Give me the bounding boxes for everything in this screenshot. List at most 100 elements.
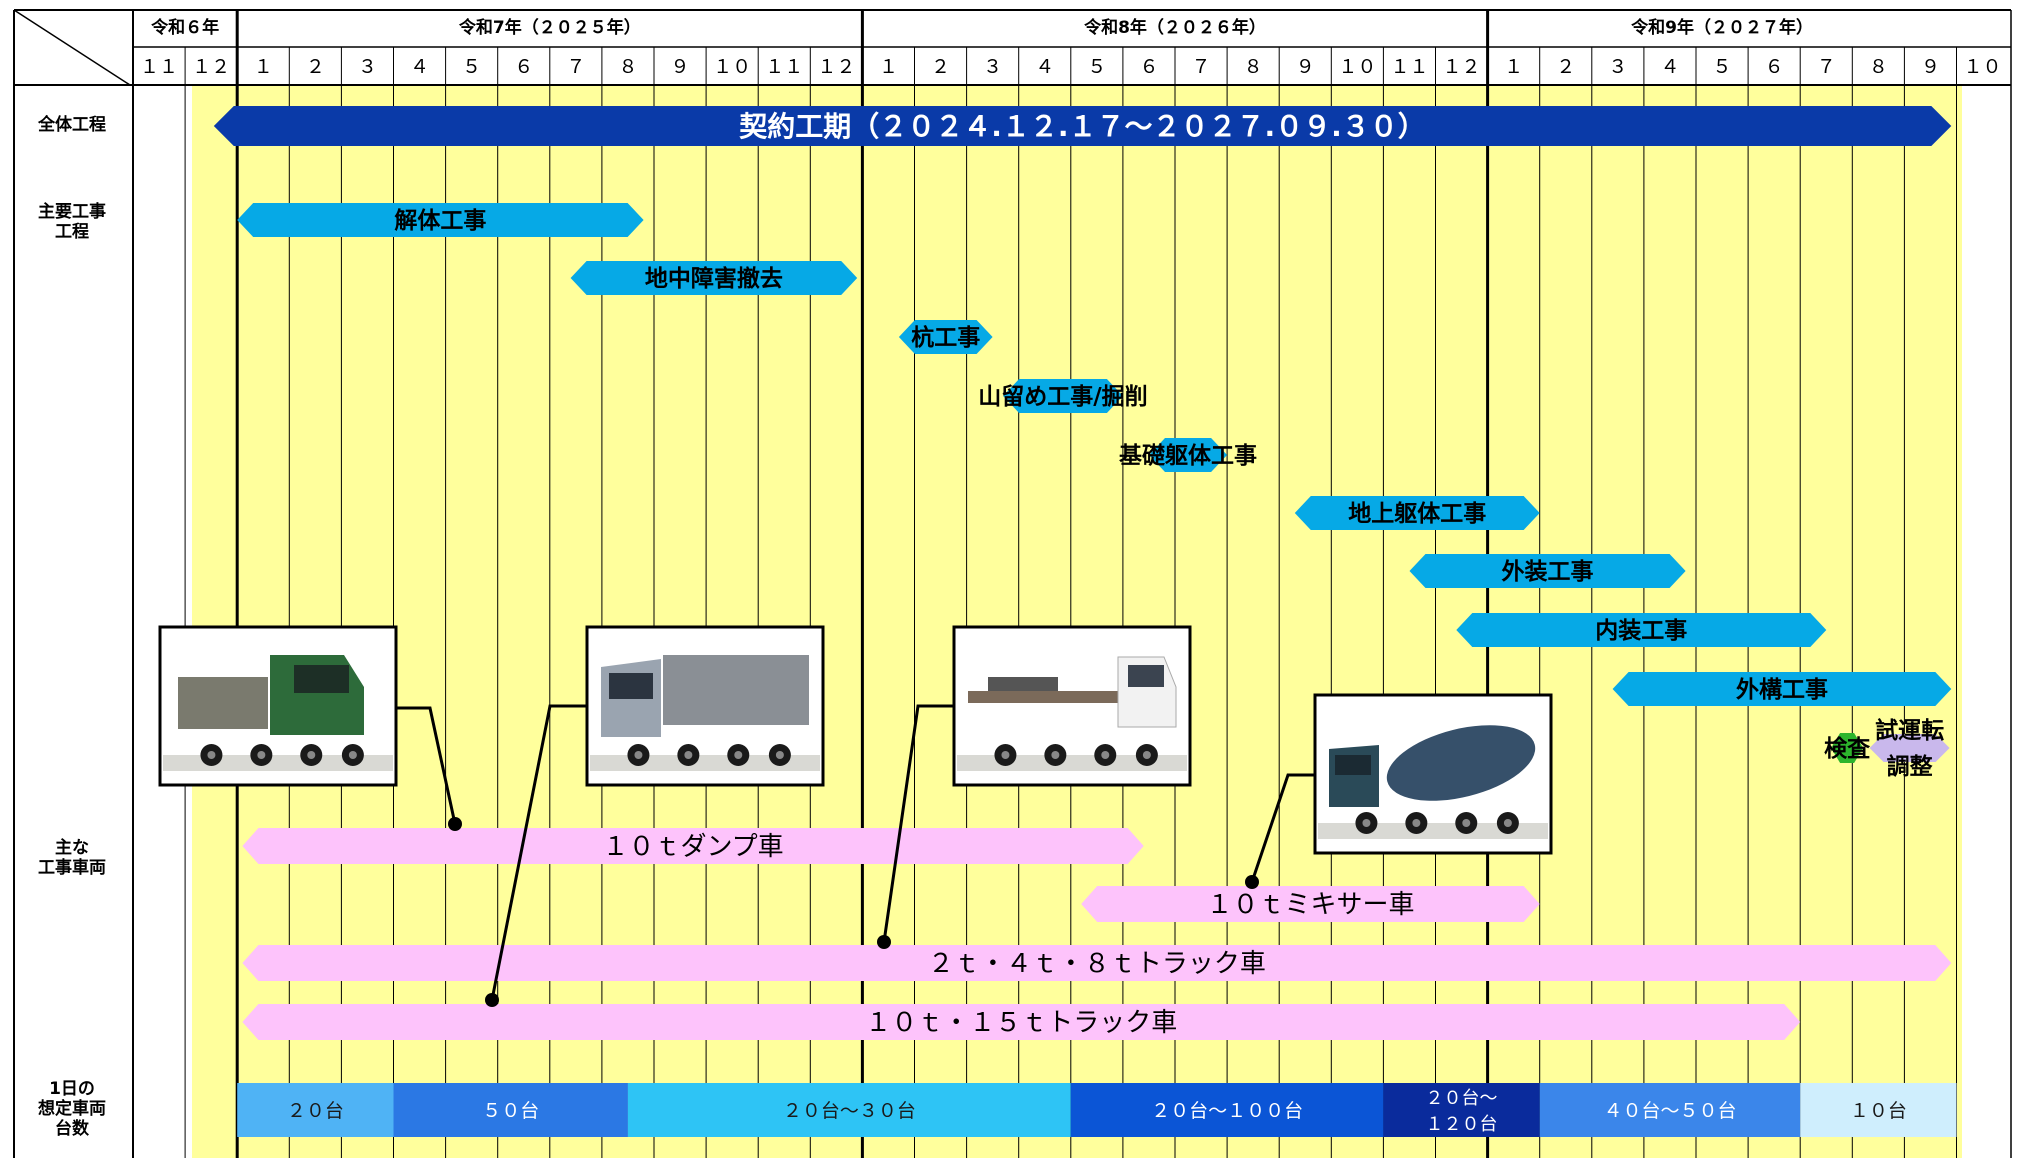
month-label: ８ xyxy=(1244,56,1263,78)
month-label: ９ xyxy=(1296,56,1315,78)
month-label: １１ xyxy=(765,56,803,78)
row-label-main-work-2: 工程 xyxy=(55,222,89,242)
task-bar xyxy=(1294,496,1540,530)
task-bar xyxy=(898,320,993,354)
daily-count-label: １２０台 xyxy=(1426,1114,1498,1135)
daily-count-cell xyxy=(1539,1083,1801,1137)
month-label: ４ xyxy=(410,56,429,78)
dump-truck-photo-leader-line xyxy=(396,706,457,825)
vehicle-label: １０ｔ・１５ｔトラック車 xyxy=(865,1008,1177,1038)
era-label: 令和8年（２０２６年） xyxy=(1084,17,1266,38)
month-label: １０ xyxy=(1338,56,1376,78)
contract-period-arrow xyxy=(213,106,1952,146)
month-label: ８ xyxy=(618,56,637,78)
main-work-tasks: 解体工事地中障害撤去杭工事山留め工事/掘削基礎躯体工事地上躯体工事外装工事内装工… xyxy=(237,203,1952,706)
task-bar xyxy=(1456,613,1827,647)
daily-count-cell xyxy=(627,1083,1071,1137)
task-label: 外装工事 xyxy=(1502,558,1594,585)
task-bar xyxy=(1003,379,1123,413)
vehicle-bar xyxy=(242,1004,1801,1040)
truck-photos xyxy=(158,625,1553,1007)
month-label: １１ xyxy=(1390,56,1428,78)
row-label-daily-3: 台数 xyxy=(55,1118,90,1139)
task-label: 地中障害撤去 xyxy=(645,265,783,292)
month-label: ９ xyxy=(671,56,690,78)
row-label-main-work-1: 主要工事 xyxy=(38,201,106,222)
month-label: ３ xyxy=(1608,56,1627,78)
daily-count-label: ４０台～５０台 xyxy=(1603,1100,1736,1122)
row-label-vehicles-1: 主な xyxy=(55,837,89,858)
task-label: 内装工事 xyxy=(1595,618,1687,644)
task-bar xyxy=(1612,672,1952,706)
month-label: ６ xyxy=(1765,56,1784,78)
long-trailer-truck-photo xyxy=(585,625,825,787)
daily-count-label: ２０台 xyxy=(287,1100,344,1122)
daily-count-cell xyxy=(237,1083,394,1137)
daily-count-label: ５０台 xyxy=(482,1100,539,1122)
task-label: 解体工事 xyxy=(394,207,486,234)
month-label: １２ xyxy=(192,56,230,78)
daily-count-cell xyxy=(1383,1083,1540,1137)
dump-truck-photo-leader-dot xyxy=(448,817,462,831)
vehicle-label: ２ｔ・４ｔ・８ｔトラック車 xyxy=(928,949,1266,979)
month-label: ７ xyxy=(1192,56,1211,78)
month-label: １０ xyxy=(1964,56,2002,78)
flatbed-truck-photo xyxy=(952,625,1192,787)
vehicle-bar xyxy=(242,945,1952,981)
task-label: 基礎躯体工事 xyxy=(1119,442,1257,469)
month-label: ５ xyxy=(1713,56,1732,78)
daily-count-label: ２０台～１００台 xyxy=(1151,1100,1303,1122)
trial-run-label-line2: 調整 xyxy=(1887,753,1933,780)
row-label-daily-2: 想定車両 xyxy=(38,1098,106,1119)
daily-count-cell xyxy=(1070,1083,1384,1137)
trial-run-marker xyxy=(1869,734,1950,762)
month-label: ５ xyxy=(1087,56,1106,78)
month-label: ９ xyxy=(1921,56,1940,78)
month-label: ３ xyxy=(358,56,377,78)
daily-count-cell xyxy=(1800,1083,1957,1137)
month-label: ６ xyxy=(1139,56,1158,78)
vehicle-label: １０ｔダンプ車 xyxy=(602,832,783,862)
mixer-truck-photo xyxy=(1313,693,1553,855)
mixer-truck-photo-leader-line xyxy=(1250,773,1315,883)
month-label: ７ xyxy=(566,56,585,78)
row-label-overall: 全体工程 xyxy=(37,114,106,135)
vehicle-label: １０ｔミキサー車 xyxy=(1206,890,1414,920)
month-label: １ xyxy=(1504,56,1523,78)
month-label: ２ xyxy=(931,56,950,78)
era-label: 令和9年（２０２７年） xyxy=(1631,17,1813,38)
task-label: 外構工事 xyxy=(1736,676,1828,703)
month-label: １ xyxy=(879,56,898,78)
task-label: 山留め工事/掘削 xyxy=(978,384,1147,410)
row-label-daily-1: 1日の xyxy=(49,1079,95,1099)
month-label: １１ xyxy=(140,56,178,78)
month-label: ８ xyxy=(1869,56,1888,78)
month-label: ５ xyxy=(462,56,481,78)
long-trailer-truck-photo-leader-line xyxy=(490,704,587,1001)
contract-period-bar: 契約工期（２０２４.１２.１７～２０２７.０９.３０） xyxy=(213,106,1952,146)
task-bar xyxy=(570,261,858,295)
daily-count-label: １０台 xyxy=(1850,1100,1907,1122)
month-label: １ xyxy=(254,56,273,78)
row-labels: 全体工程 主要工事 工程 主な 工事車両 1日の 想定車両 台数 xyxy=(37,114,106,1139)
daily-count-cell xyxy=(393,1083,628,1137)
dump-truck-photo xyxy=(158,625,398,787)
row-label-vehicles-2: 工事車両 xyxy=(38,857,106,878)
month-label: １２ xyxy=(1443,56,1481,78)
month-label: ７ xyxy=(1817,56,1836,78)
task-bar xyxy=(237,203,644,237)
task-label: 杭工事 xyxy=(911,324,980,351)
month-label: ２ xyxy=(306,56,325,78)
trial-run-label-line1: 試運転 xyxy=(1875,717,1944,744)
daily-count-label: ２０台～３０台 xyxy=(783,1100,916,1122)
month-label: １２ xyxy=(817,56,855,78)
header-diagonal xyxy=(13,9,131,86)
contract-period-label: 契約工期（２０２４.１２.１７～２０２７.０９.３０） xyxy=(739,110,1426,143)
month-label: １０ xyxy=(713,56,751,78)
mixer-truck-photo-leader-dot xyxy=(1245,875,1259,889)
header: 令和６年令和7年（２０２５年）令和8年（２０２６年）令和9年（２０２７年） １１… xyxy=(13,9,2011,86)
task-bar xyxy=(1409,554,1686,588)
month-label: ２ xyxy=(1556,56,1575,78)
